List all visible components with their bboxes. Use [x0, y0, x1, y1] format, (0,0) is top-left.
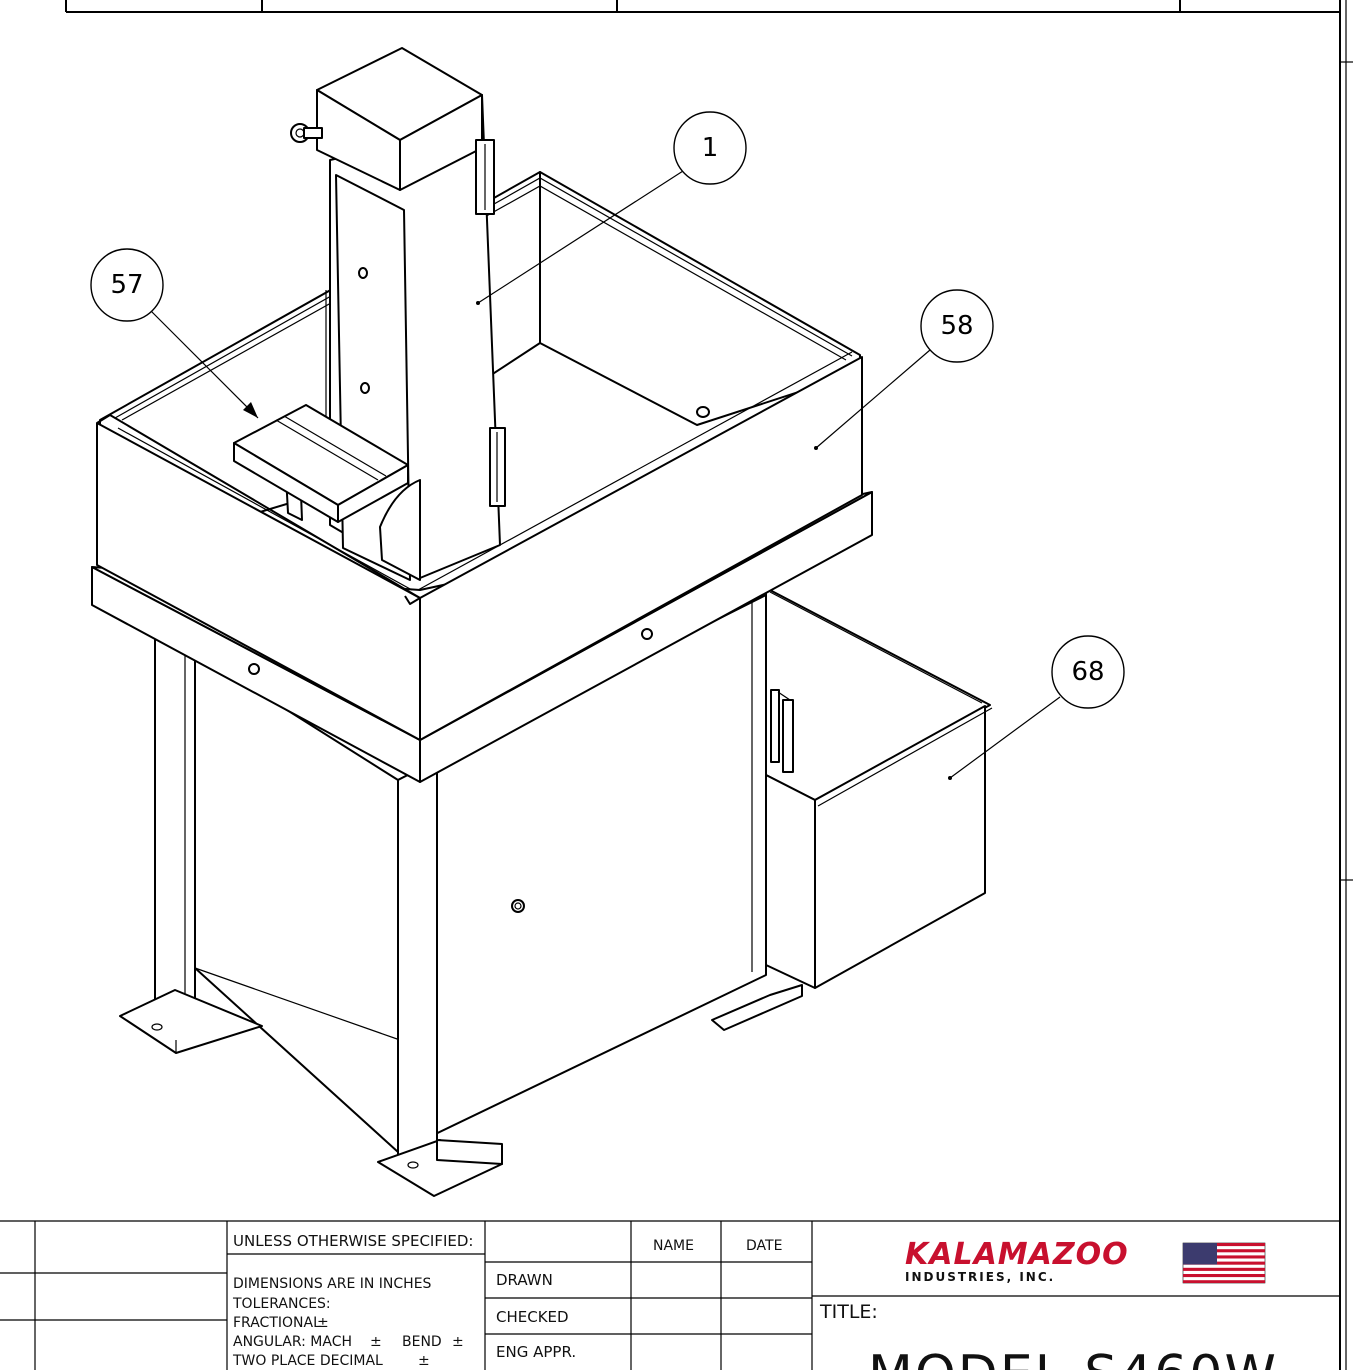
machine-assembly: [91, 47, 993, 1197]
col-name: NAME: [653, 1238, 694, 1254]
front-leg: [397, 759, 438, 1173]
coolant-tank: [96, 171, 863, 741]
balloon-57[interactable]: 57: [90, 248, 259, 419]
title-value: MODEL S460W: [868, 1345, 1278, 1370]
balloon-57-label: 57: [110, 270, 143, 300]
balloon-58[interactable]: 58: [814, 289, 994, 450]
balloon-1[interactable]: 1: [476, 111, 747, 305]
title-label: TITLE:: [819, 1301, 878, 1323]
title-block: UNLESS OTHERWISE SPECIFIED: DIMENSIONS A…: [0, 1220, 1340, 1370]
fractional-label: FRACTIONAL: [233, 1315, 321, 1331]
balloons: 1 57 58 68: [90, 111, 1125, 780]
bend-pm: ±: [452, 1334, 464, 1350]
two-place-pm: ±: [418, 1353, 430, 1369]
rear-leg: [154, 631, 196, 1031]
spec-header: UNLESS OTHERWISE SPECIFIED:: [233, 1232, 473, 1250]
balloon-68-label: 68: [1071, 657, 1104, 687]
row-drawn: DRAWN: [496, 1271, 553, 1289]
chip-tray: [765, 587, 993, 989]
col-date: DATE: [746, 1238, 782, 1254]
top-frame: [65, 0, 1341, 13]
bend-label: BEND: [402, 1334, 442, 1350]
balloon-58-label: 58: [940, 311, 973, 341]
feet: [119, 984, 803, 1197]
row-checked: CHECKED: [496, 1308, 569, 1326]
row-eng-appr: ENG APPR.: [496, 1343, 576, 1361]
tolerances-label: TOLERANCES:: [232, 1296, 331, 1312]
us-flag-icon: [1182, 1242, 1266, 1284]
balloon-1-label: 1: [702, 133, 719, 163]
angular-mach-label: ANGULAR: MACH: [233, 1334, 352, 1350]
dimensions-note: DIMENSIONS ARE IN INCHES: [233, 1276, 432, 1292]
fractional-pm: ±: [317, 1315, 329, 1331]
balloon-68[interactable]: 68: [948, 635, 1125, 780]
company-logo: KALAMAZOO INDUSTRIES, INC.: [905, 1237, 1266, 1284]
work-table: [233, 404, 409, 523]
right-frame: [1339, 0, 1353, 1370]
angular-pm: ±: [370, 1334, 382, 1350]
logo-sub: INDUSTRIES, INC.: [905, 1270, 1055, 1284]
logo-brand: KALAMAZOO: [905, 1237, 1129, 1272]
two-place-label: TWO PLACE DECIMAL: [232, 1353, 383, 1369]
